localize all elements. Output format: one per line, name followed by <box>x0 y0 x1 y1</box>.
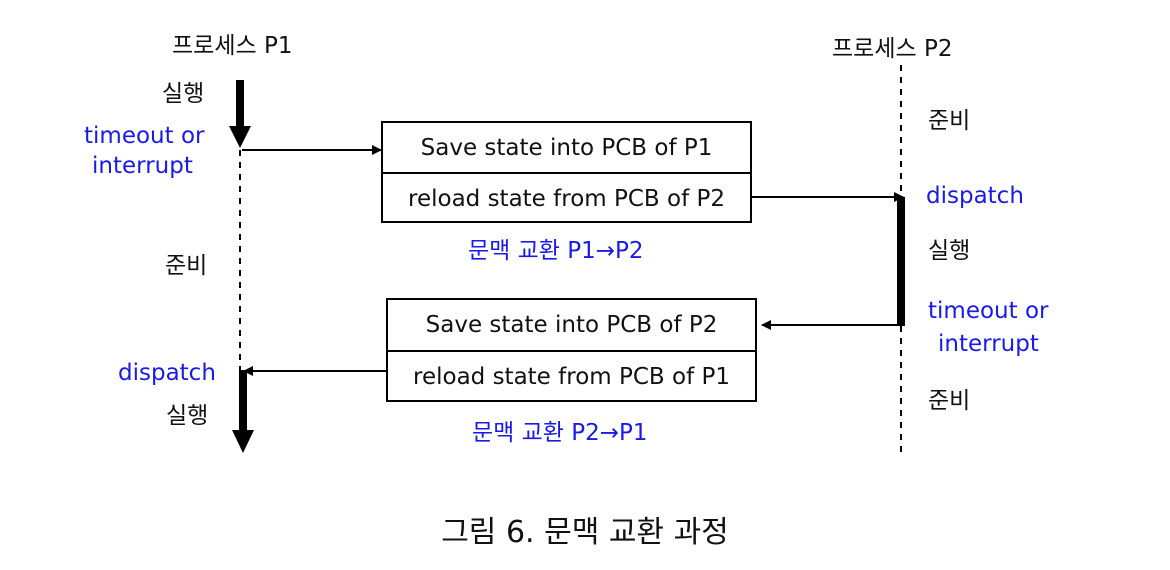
p2-title: 프로세스 P2 <box>832 36 953 62</box>
p1-run-arrowhead-bottom <box>232 430 254 453</box>
p2-event-timeout: timeout or <box>928 298 1049 324</box>
p1-state-run-top: 실행 <box>162 81 205 107</box>
reload-state-p1-cell: reload state from PCB of P1 <box>413 364 730 390</box>
reload-state-p2-cell: reload state from PCB of P2 <box>408 185 725 212</box>
p1-event-dispatch: dispatch <box>118 360 216 386</box>
p1-run-arrowhead-top <box>229 126 251 148</box>
p2-state-ready-bottom: 준비 <box>928 388 971 414</box>
context-switch-label-p2-to-p1: 문맥 교환 P2→P1 <box>472 420 648 446</box>
p2-event-interrupt: interrupt <box>938 331 1039 357</box>
p1-state-ready: 준비 <box>165 253 208 279</box>
figure-caption: 그림 6. 문맥 교환 과정 <box>441 515 729 550</box>
p2-state-run: 실행 <box>928 238 971 264</box>
context-switch-label-p1-to-p2: 문맥 교환 P1→P2 <box>468 238 644 264</box>
box2-divider <box>388 350 755 352</box>
p1-event-interrupt: interrupt <box>92 153 193 179</box>
p1-title: 프로세스 P1 <box>172 33 293 59</box>
p2-event-dispatch: dispatch <box>926 183 1024 209</box>
save-state-p1-cell: Save state into PCB of P1 <box>420 134 713 161</box>
save-state-p2-cell: Save state into PCB of P2 <box>425 312 718 338</box>
box1-divider <box>383 172 750 174</box>
p1-state-run-bottom: 실행 <box>166 403 209 429</box>
context-switch-box-p2-to-p1: Save state into PCB of P2 reload state f… <box>386 298 757 402</box>
p2-state-ready-top: 준비 <box>928 108 971 134</box>
context-switch-box-p1-to-p2: Save state into PCB of P1 reload state f… <box>381 121 752 223</box>
p1-event-timeout: timeout or <box>84 123 205 149</box>
